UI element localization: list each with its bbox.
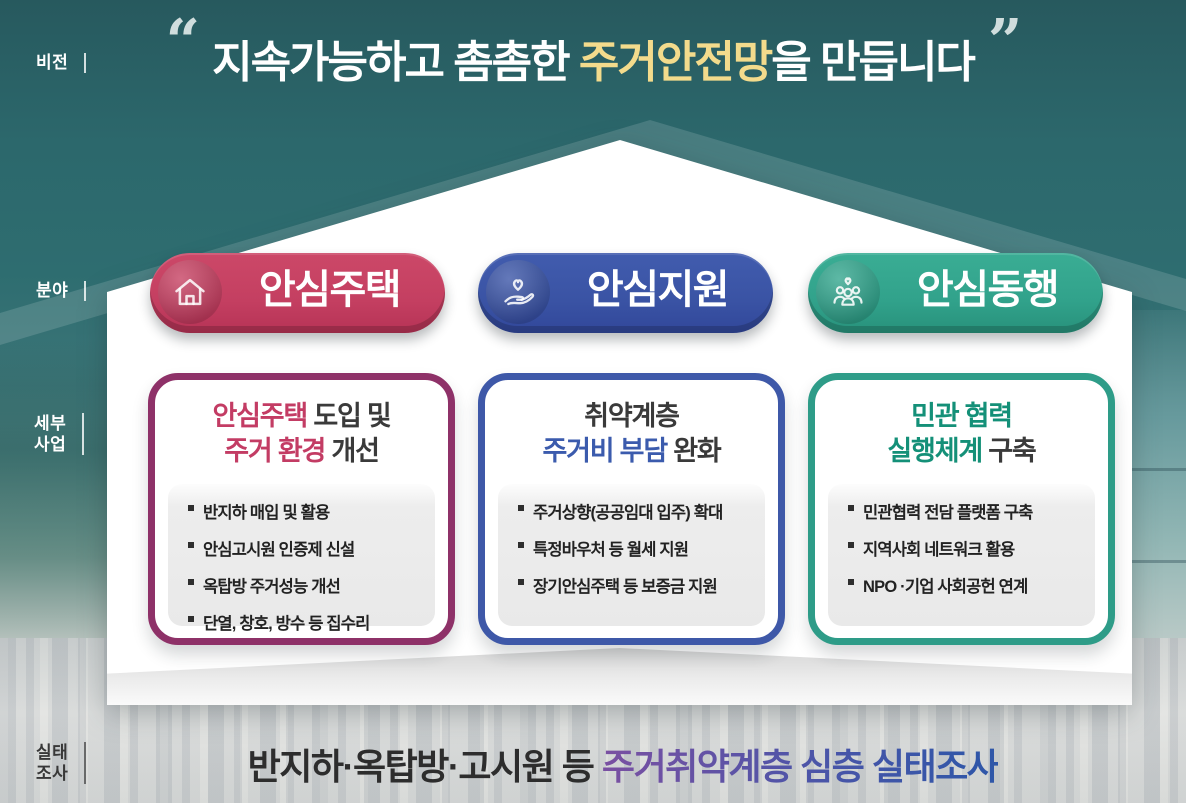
vision-title-pre: 지속가능하고 촘촘한 xyxy=(212,38,579,87)
card-title-accent: 주거비 부담 xyxy=(542,436,674,467)
programs-label-line1: 세부 xyxy=(34,414,67,433)
pill-label: 안심지원 xyxy=(586,268,730,312)
card-title: 민관 협력 실행체계 구축 xyxy=(815,399,1108,469)
card-title-plain: 구축 xyxy=(988,436,1036,467)
list-item: 민관협력 전담 플랫폼 구축 xyxy=(848,499,1089,523)
programs-side-label: 세부 사업 xyxy=(34,413,85,456)
list-item: 주거상향(공공임대 입주) 확대 xyxy=(518,499,759,523)
pill-ansim-support: 안심지원 xyxy=(478,253,773,333)
label-divider xyxy=(84,52,87,73)
card-ansim-support: 취약계층 주거비 부담 완화 주거상향(공공임대 입주) 확대 특정바우처 등 … xyxy=(478,373,785,645)
card-title-line: 안심주택 도입 및 xyxy=(155,399,448,434)
list-item: NPO ·기업 사회공헌 연계 xyxy=(848,573,1089,597)
list-item: 단열, 창호, 방수 등 집수리 xyxy=(188,610,429,634)
list-item: 옥탑방 주거성능 개선 xyxy=(188,573,429,597)
vision-label-text: 비전 xyxy=(36,53,69,72)
survey-label-text: 실태 조사 xyxy=(36,742,68,785)
label-divider xyxy=(84,742,87,785)
card-title-plain: 취약계층 xyxy=(584,401,680,431)
pill-label: 안심동행 xyxy=(916,268,1060,312)
pill-ansim-housing: 안심주택 xyxy=(150,253,445,333)
vision-title-post: 을 만듭니다 xyxy=(771,38,976,87)
list-item: 안심고시원 인증제 신설 xyxy=(188,536,429,560)
card-title-accent: 안심주택 xyxy=(212,401,314,431)
label-divider xyxy=(84,280,87,301)
background-city-left xyxy=(0,340,110,650)
survey-text-highlight: 주거취약계층 심층 실태조사 xyxy=(601,746,1000,787)
close-quote-icon: ” xyxy=(987,7,1022,77)
card-item-box: 민관협력 전담 플랫폼 구축 지역사회 네트워크 활용 NPO ·기업 사회공헌… xyxy=(828,484,1095,626)
survey-side-label: 실태 조사 xyxy=(36,742,87,785)
card-title-line: 민관 협력 xyxy=(815,399,1108,434)
fields-label-text: 분야 xyxy=(36,281,69,300)
card-title-line: 실행체계 구축 xyxy=(815,434,1108,469)
card-item-list: 민관협력 전담 플랫폼 구축 지역사회 네트워크 활용 NPO ·기업 사회공헌… xyxy=(848,499,1089,597)
pill-label: 안심주택 xyxy=(258,268,402,312)
survey-label-line2: 조사 xyxy=(36,764,69,784)
card-title-accent: 민관 협력 xyxy=(911,401,1013,431)
card-title-line: 주거 환경 개선 xyxy=(155,434,448,469)
survey-label-line1: 실태 xyxy=(36,743,69,762)
card-item-box: 반지하 매입 및 활용 안심고시원 인증제 신설 옥탑방 주거성능 개선 단열,… xyxy=(168,484,435,633)
programs-label-line2: 사업 xyxy=(34,435,67,455)
bridge-line xyxy=(1130,560,1186,563)
card-title: 안심주택 도입 및 주거 환경 개선 xyxy=(155,399,448,469)
vision-title: “지속가능하고 촘촘한 주거안전망을 만듭니다” xyxy=(0,12,1186,90)
list-item: 반지하 매입 및 활용 xyxy=(188,499,429,523)
card-title-line: 취약계층 xyxy=(485,399,778,434)
card-ansim-companion: 민관 협력 실행체계 구축 민관협력 전담 플랫폼 구축 지역사회 네트워크 활… xyxy=(808,373,1115,645)
card-title-plain: 도입 및 xyxy=(313,401,391,431)
open-quote-icon: “ xyxy=(165,7,200,77)
list-item: 특정바우처 등 월세 지원 xyxy=(518,536,759,560)
card-title-plain: 개선 xyxy=(331,436,379,467)
bridge-line xyxy=(1130,468,1186,471)
card-item-list: 주거상향(공공임대 입주) 확대 특정바우처 등 월세 지원 장기안심주택 등 … xyxy=(518,499,759,597)
people-heart-icon xyxy=(816,260,880,324)
card-item-list: 반지하 매입 및 활용 안심고시원 인증제 신설 옥탑방 주거성능 개선 단열,… xyxy=(188,499,429,634)
survey-text-plain: 반지하·옥탑방·고시원 등 xyxy=(247,746,602,787)
card-ansim-housing: 안심주택 도입 및 주거 환경 개선 반지하 매입 및 활용 안심고시원 인증제… xyxy=(148,373,455,645)
vision-side-label: 비전 xyxy=(36,52,87,73)
card-title: 취약계층 주거비 부담 완화 xyxy=(485,399,778,469)
label-divider xyxy=(82,413,85,456)
card-item-box: 주거상향(공공임대 입주) 확대 특정바우처 등 월세 지원 장기안심주택 등 … xyxy=(498,484,765,626)
fields-side-label: 분야 xyxy=(36,280,87,301)
programs-label-text: 세부 사업 xyxy=(34,413,66,456)
pill-ansim-companion: 안심동행 xyxy=(808,253,1103,333)
card-title-accent: 주거 환경 xyxy=(224,436,332,467)
survey-text: 반지하·옥탑방·고시원 등 주거취약계층 심층 실태조사 xyxy=(90,738,1156,790)
vision-title-highlight: 주거안전망 xyxy=(578,38,773,87)
card-title-accent: 실행체계 xyxy=(887,436,989,467)
list-item: 지역사회 네트워크 활용 xyxy=(848,536,1089,560)
house-icon xyxy=(158,260,222,324)
card-title-line: 주거비 부담 완화 xyxy=(485,434,778,469)
hand-heart-icon xyxy=(486,260,550,324)
list-item: 장기안심주택 등 보증금 지원 xyxy=(518,573,759,597)
card-title-plain: 완화 xyxy=(673,436,721,467)
background-river-right xyxy=(1130,310,1186,670)
